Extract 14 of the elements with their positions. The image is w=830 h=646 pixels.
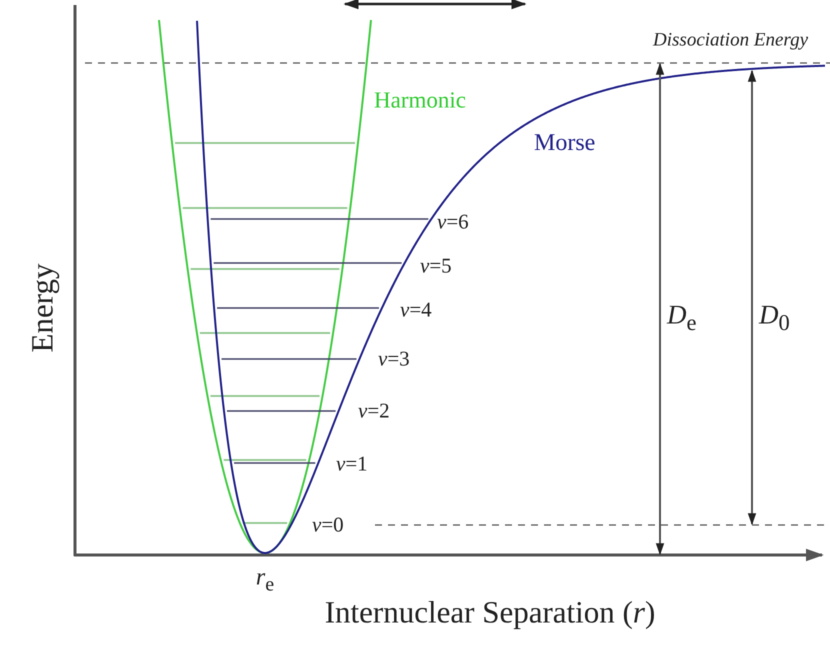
axis-title: Energy bbox=[26, 264, 58, 352]
level-label: v=1 bbox=[336, 454, 368, 474]
level-label: v=2 bbox=[358, 400, 390, 422]
curve-label: Morse bbox=[534, 131, 596, 155]
dimension-label: D$_{0}$ bbox=[759, 302, 790, 334]
level-label: v=3 bbox=[378, 348, 410, 370]
tick-label: r$_{e}$ bbox=[256, 566, 274, 594]
axis-title: Internuclear Separation (r) bbox=[324, 596, 656, 628]
level-label: v=5 bbox=[420, 256, 452, 276]
level-label: v=6 bbox=[437, 212, 469, 232]
level-label: v=4 bbox=[400, 300, 432, 320]
line-label: Dissociation Energy bbox=[653, 30, 808, 50]
dimension-label: D$_{e}$ bbox=[667, 302, 696, 334]
curve-label: Harmonic bbox=[374, 88, 466, 112]
